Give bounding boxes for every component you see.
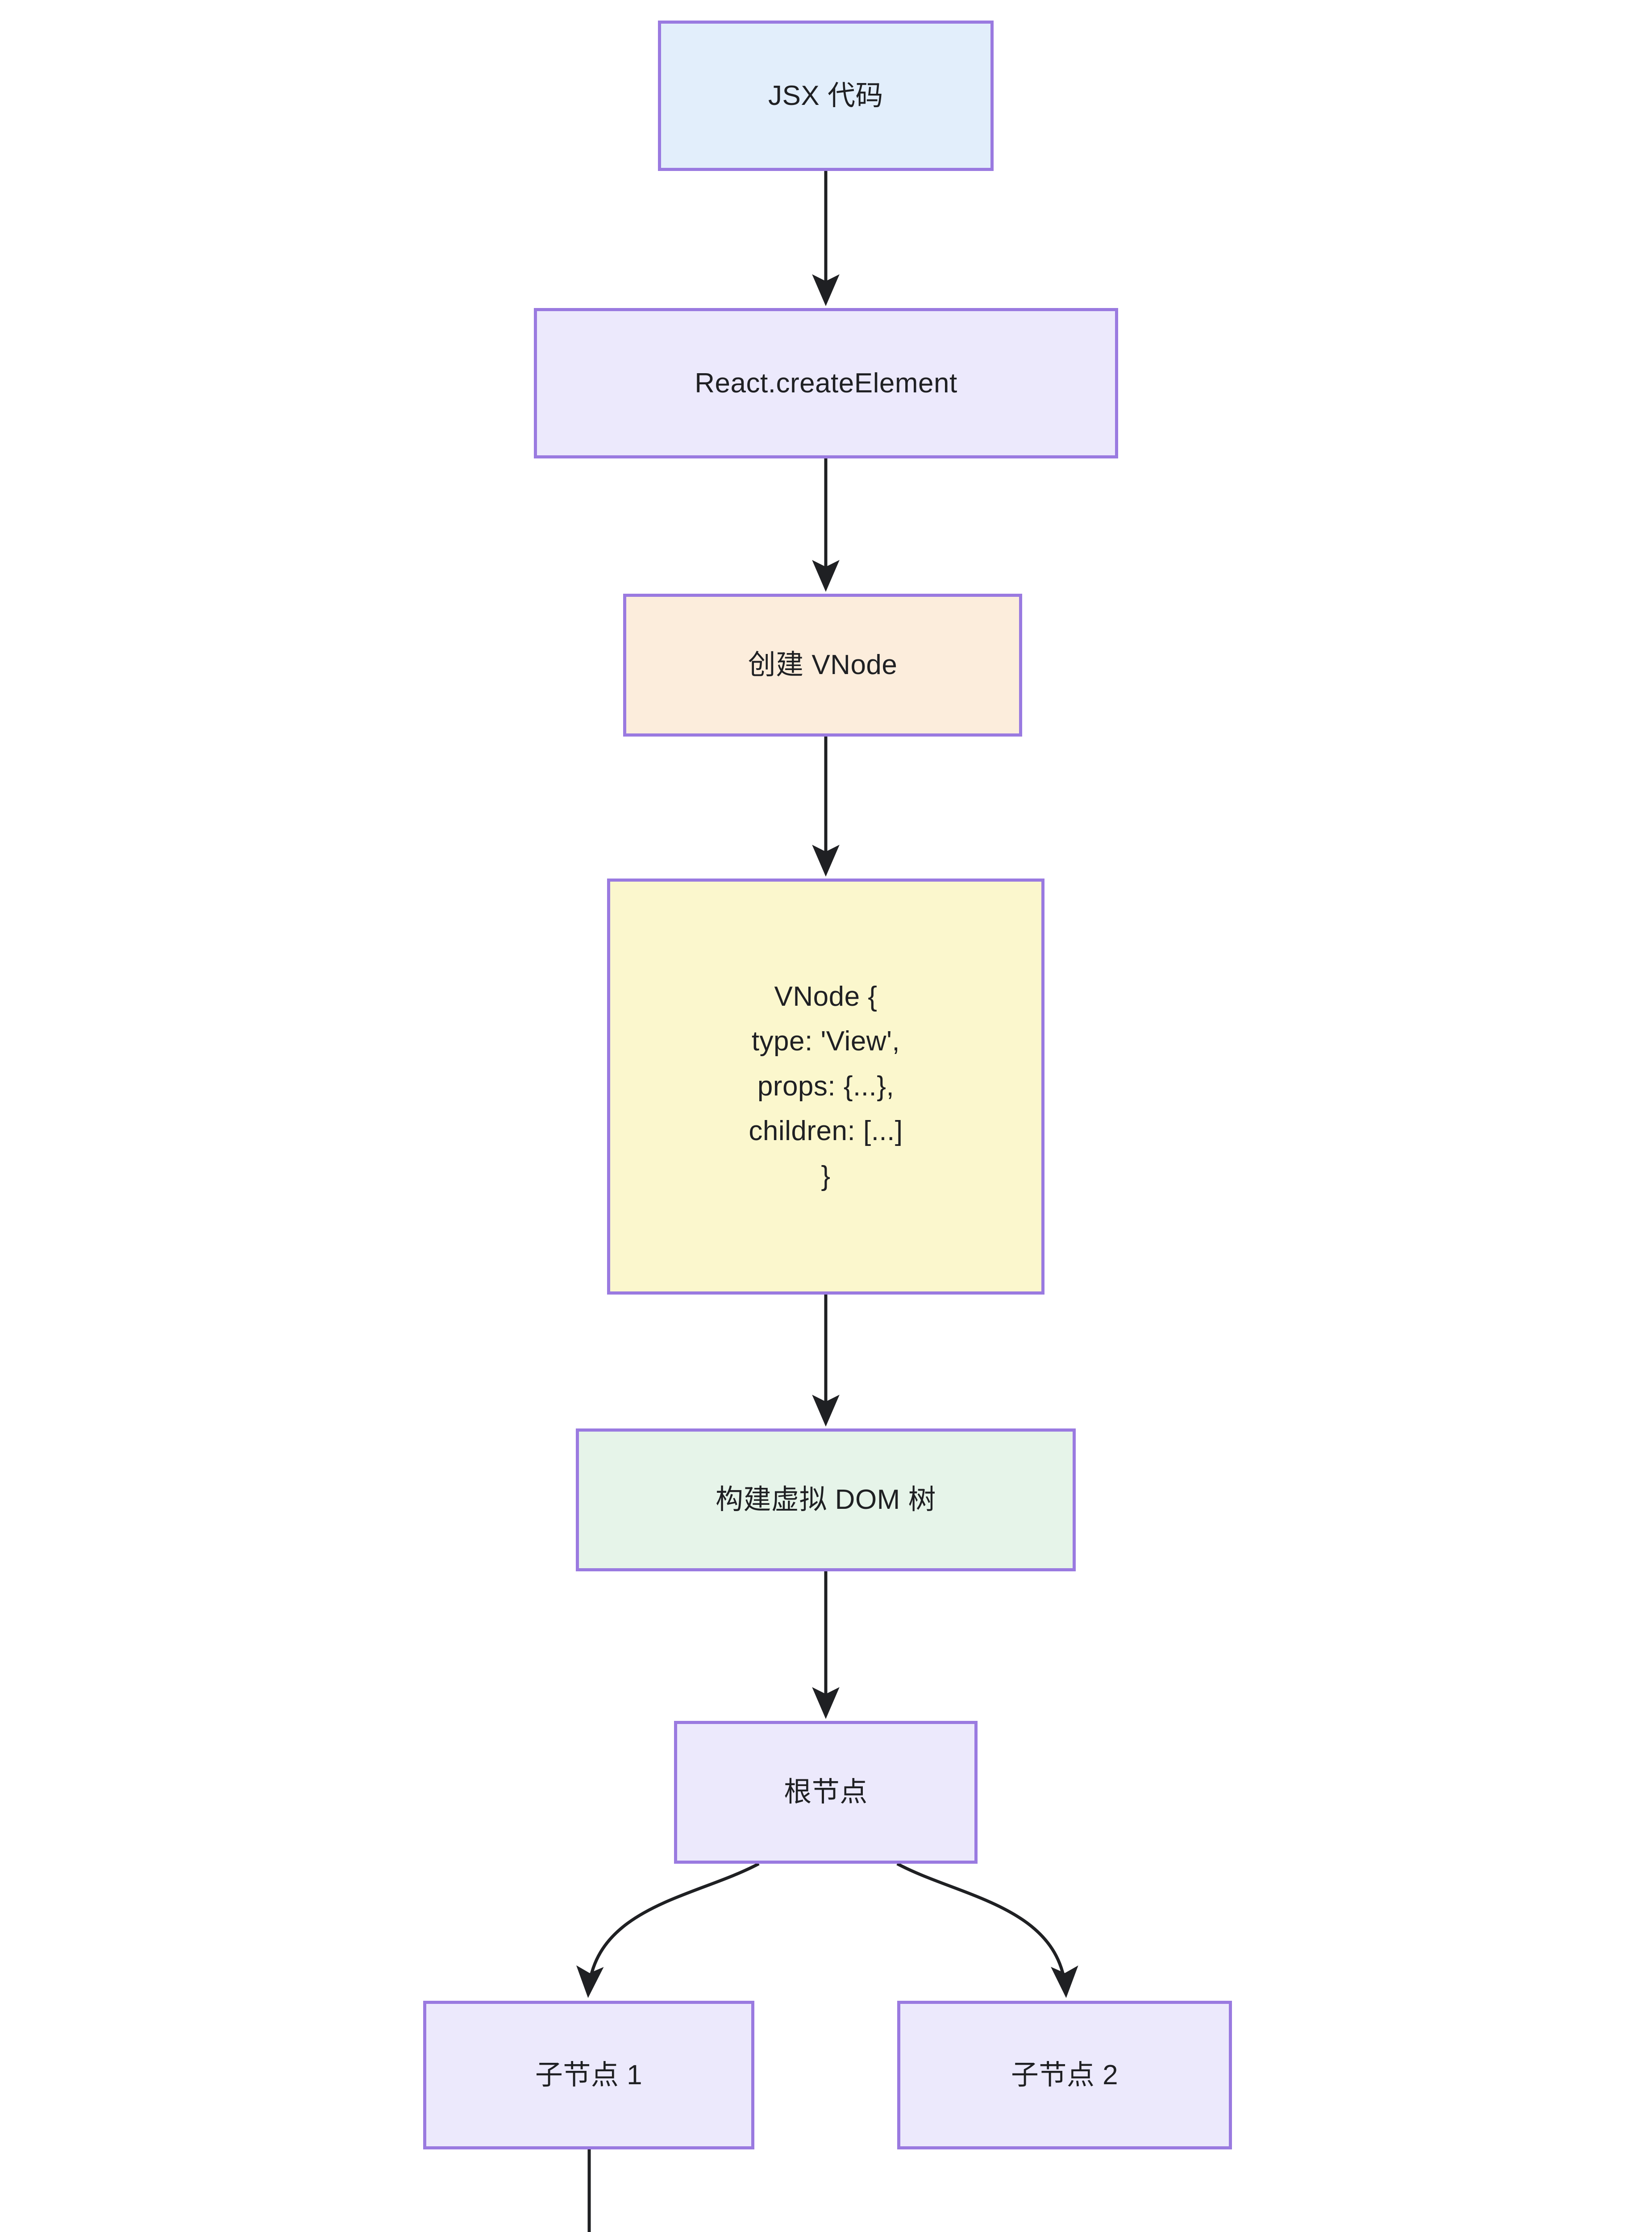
node-create-vnode-label: 创建 VNode [748,650,898,681]
node-root-node-label: 根节点 [784,1777,868,1808]
node-vnode-object-label: VNode { type: 'View', props: {...}, chil… [749,981,903,1191]
node-child-node-1-label: 子节点 1 [535,2059,643,2090]
node-vnode-object[interactable]: VNode { type: 'View', props: {...}, chil… [607,879,1044,1295]
node-child-node-2-label: 子节点 2 [1011,2059,1119,2090]
node-jsx-code-label: JSX 代码 [768,80,883,111]
node-child-node-1[interactable]: 子节点 1 [423,2001,754,2149]
node-build-virtual-dom-tree[interactable]: 构建虚拟 DOM 树 [576,1428,1076,1571]
edge-rootnode-to-child2 [896,1862,1078,1998]
node-create-vnode[interactable]: 创建 VNode [623,594,1022,737]
node-child-node-2[interactable]: 子节点 2 [897,2001,1232,2149]
edge-rootnode-to-child1 [576,1862,760,1998]
node-jsx-code[interactable]: JSX 代码 [658,21,994,171]
node-react-createelement-label: React.createElement [695,367,957,399]
node-build-virtual-dom-tree-label: 构建虚拟 DOM 树 [715,1484,936,1516]
node-react-createelement[interactable]: React.createElement [534,308,1118,458]
node-root-node[interactable]: 根节点 [674,1721,978,1864]
